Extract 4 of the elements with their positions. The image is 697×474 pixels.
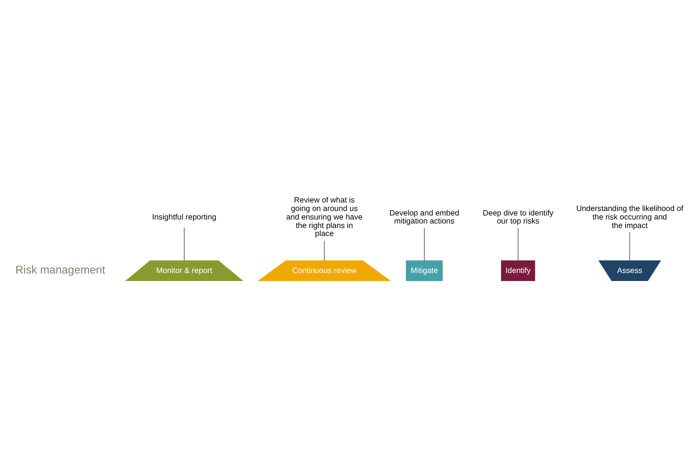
connector — [324, 240, 325, 260]
connector — [424, 227, 425, 260]
node-text: Risk management — [15, 264, 106, 276]
connector — [629, 231, 630, 260]
